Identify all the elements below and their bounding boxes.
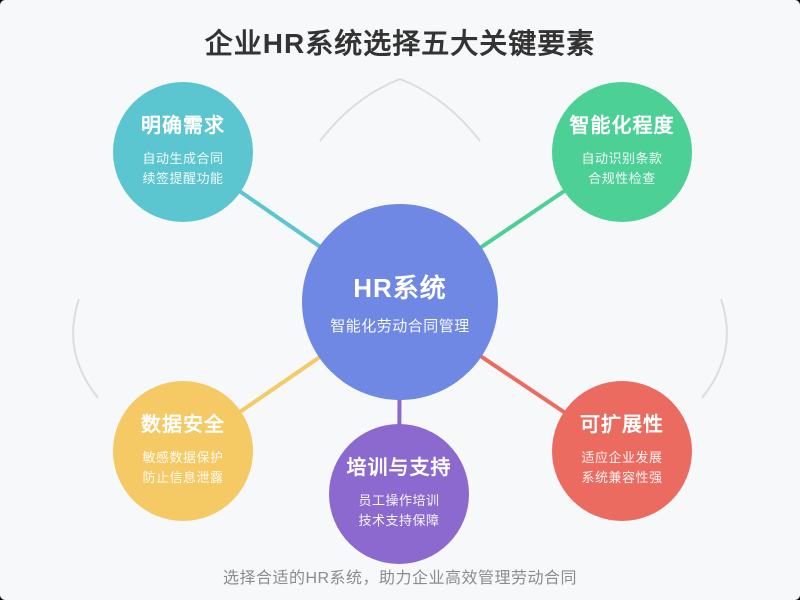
footer-caption: 选择合适的HR系统，助力企业高效管理劳动合同 (222, 570, 578, 587)
node-detail-line: 技术支持保障 (358, 513, 440, 528)
node-detail-line: 自动生成合同 (142, 151, 224, 166)
node-title: 培训与支持 (346, 457, 452, 479)
decor-arc-right (701, 298, 728, 399)
page-title: 企业HR系统选择五大关键要素 (204, 28, 596, 59)
node-intelligence-level: 智能化程度 自动识别条款 合规性检查 (552, 82, 692, 222)
node-detail-line: 合规性检查 (588, 171, 656, 186)
node-detail-line: 自动识别条款 (581, 151, 663, 166)
node-title: 数据安全 (141, 414, 225, 436)
node-scalability: 可扩展性 适应企业发展 系统兼容性强 (552, 381, 692, 521)
decor-arc-top (319, 77, 481, 142)
node-title: 明确需求 (141, 115, 225, 137)
node-title: 可扩展性 (580, 414, 664, 436)
node-training-support: 培训与支持 员工操作培训 技术支持保障 (329, 424, 469, 564)
node-data-security: 数据安全 敏感数据保护 防止信息泄露 (113, 381, 253, 521)
decor-arc-left (72, 298, 99, 399)
node-detail-line: 防止信息泄露 (142, 470, 224, 485)
node-detail-line: 敏感数据保护 (142, 450, 224, 465)
center-node-subtitle: 智能化劳动合同管理 (330, 318, 470, 335)
node-detail-line: 适应企业发展 (581, 450, 663, 465)
node-clear-requirements: 明确需求 自动生成合同 续签提醒功能 (113, 82, 253, 222)
center-node-title: HR系统 (353, 273, 447, 303)
node-detail-line: 系统兼容性强 (581, 470, 663, 485)
node-detail-line: 续签提醒功能 (142, 171, 224, 186)
center-node-hr-system: HR系统 智能化劳动合同管理 (302, 204, 498, 400)
node-detail-line: 员工操作培训 (358, 493, 440, 508)
node-title: 智能化程度 (569, 115, 675, 137)
